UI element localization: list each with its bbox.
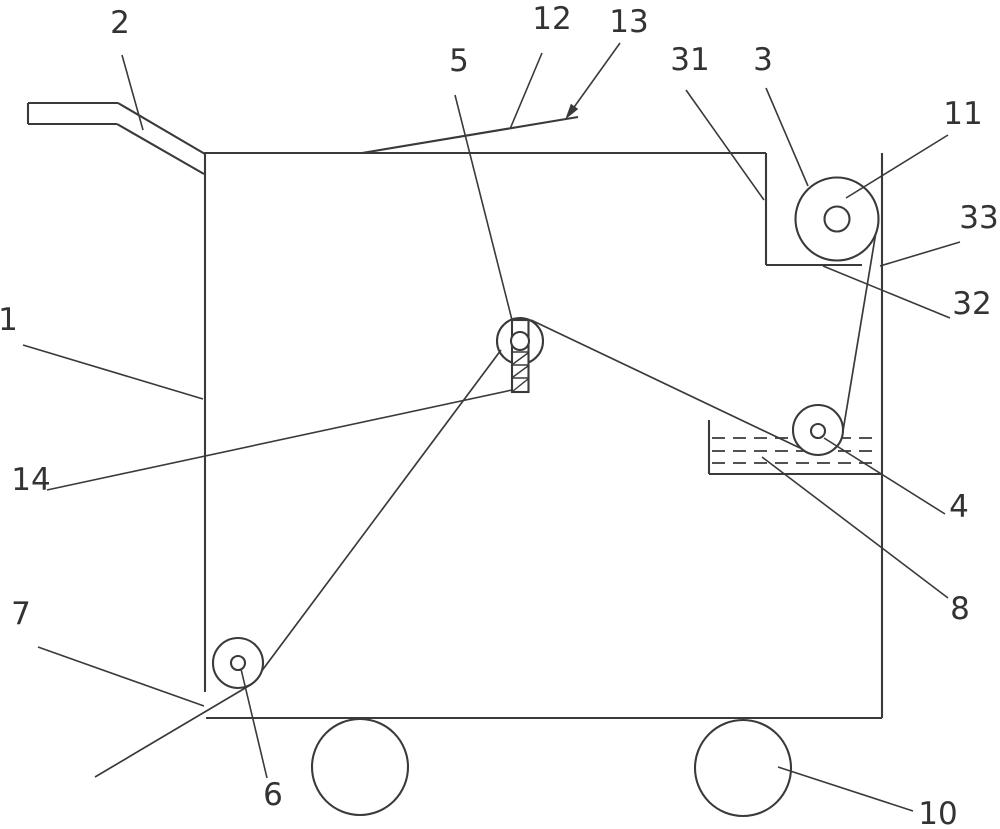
wheel-right [693,718,793,818]
pulley-4-hub [809,422,827,440]
handle-lower-diagonal [116,123,205,175]
leader-1 [22,344,204,400]
ref-label-12: 12 [532,1,571,37]
leader-2 [121,54,144,131]
ref-label-10: 10 [918,796,957,829]
leader-5 [454,94,513,321]
wheel-left [310,717,410,817]
pulley-6-hub [229,654,247,672]
ref-label-2: 2 [110,5,130,41]
leader-13 [566,42,621,118]
leader-14 [46,389,513,491]
leader-10 [777,766,914,812]
bearing-hatch-2 [512,365,529,378]
ref-label-13: 13 [609,4,648,40]
leader-arrowhead-13 [565,103,579,120]
bearing-hatch-1 [512,352,529,365]
leader-8 [761,456,949,599]
ref-label-31: 31 [670,42,709,78]
bearing-hatch-3 [512,378,529,392]
ref-label-11: 11 [943,96,982,132]
ref-label-1: 1 [0,302,18,338]
pulley-3-hub [823,205,851,233]
leader-4 [823,437,946,515]
leader-31 [685,89,765,201]
rope-exit-lower-left [94,683,253,778]
ref-label-3: 3 [753,42,773,78]
ref-label-8: 8 [950,591,970,627]
ref-label-5: 5 [449,43,469,79]
ref-label-32: 32 [952,286,991,322]
ref-label-14: 14 [11,462,50,498]
leader-7 [37,646,205,707]
belt-pulley3-to-pulley4 [841,231,877,438]
leader-6 [240,668,268,779]
leader-32 [822,265,951,319]
leader-3 [765,87,809,187]
leader-11 [845,134,949,199]
ref-label-7: 7 [11,596,31,632]
lid-line [361,115,579,155]
handle-upper-diagonal [117,102,206,155]
ref-label-6: 6 [263,777,283,813]
rope-pulley5-to-pulley6 [251,349,502,685]
leader-33 [879,241,961,267]
ref-label-4: 4 [949,489,969,525]
leader-12 [509,52,543,130]
rope-pulley5-to-pulley4 [530,319,801,449]
pulley-5-hub [509,330,531,352]
ref-label-33: 33 [959,200,998,236]
